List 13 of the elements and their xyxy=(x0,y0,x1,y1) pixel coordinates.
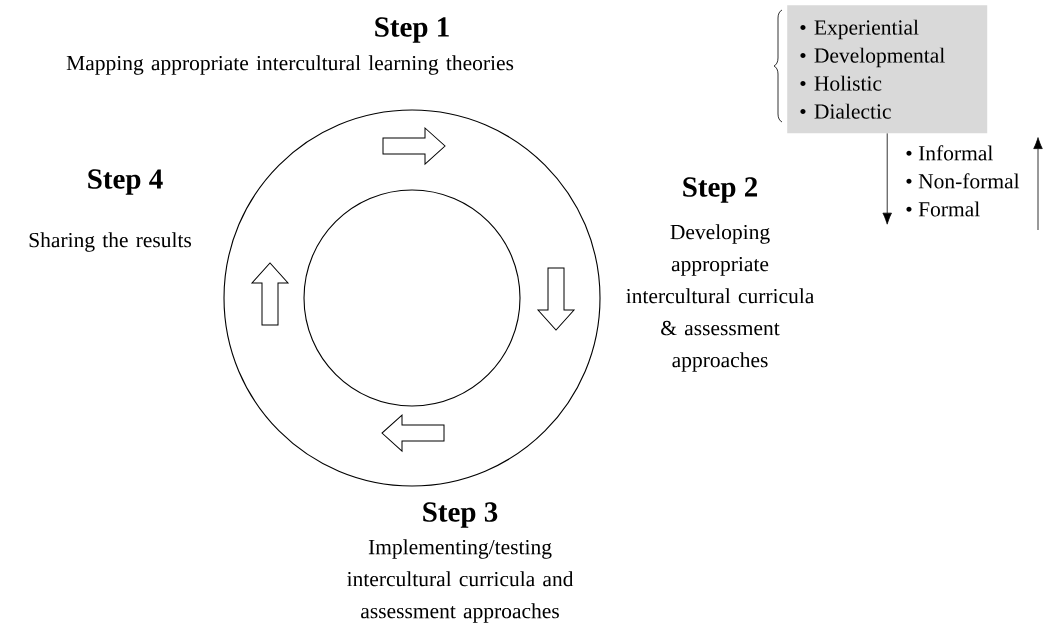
step-heading: Step 1 xyxy=(375,17,449,43)
step-description: Developing appropriate intercultural curricula & assessment approaches xyxy=(626,224,815,372)
step-description: Implementing/testing intercultural curricula and assessment approaches xyxy=(347,539,574,623)
ring-circle xyxy=(223,109,601,487)
learning-form-list: • Informal • Non-formal • Formal xyxy=(906,145,1020,217)
step-heading: Step 3 xyxy=(423,502,498,528)
ring-circle xyxy=(303,189,521,407)
theory-list-box: • Experiential • Developmental • Holistic • Dialectic xyxy=(787,5,988,134)
step-heading: Step 4 xyxy=(88,169,163,195)
step-description: Sharing the results xyxy=(29,232,192,252)
step-heading: Step 2 xyxy=(683,177,757,203)
step-description: Mapping appropriate intercultural learning theories xyxy=(66,55,514,75)
arrow xyxy=(882,133,892,225)
